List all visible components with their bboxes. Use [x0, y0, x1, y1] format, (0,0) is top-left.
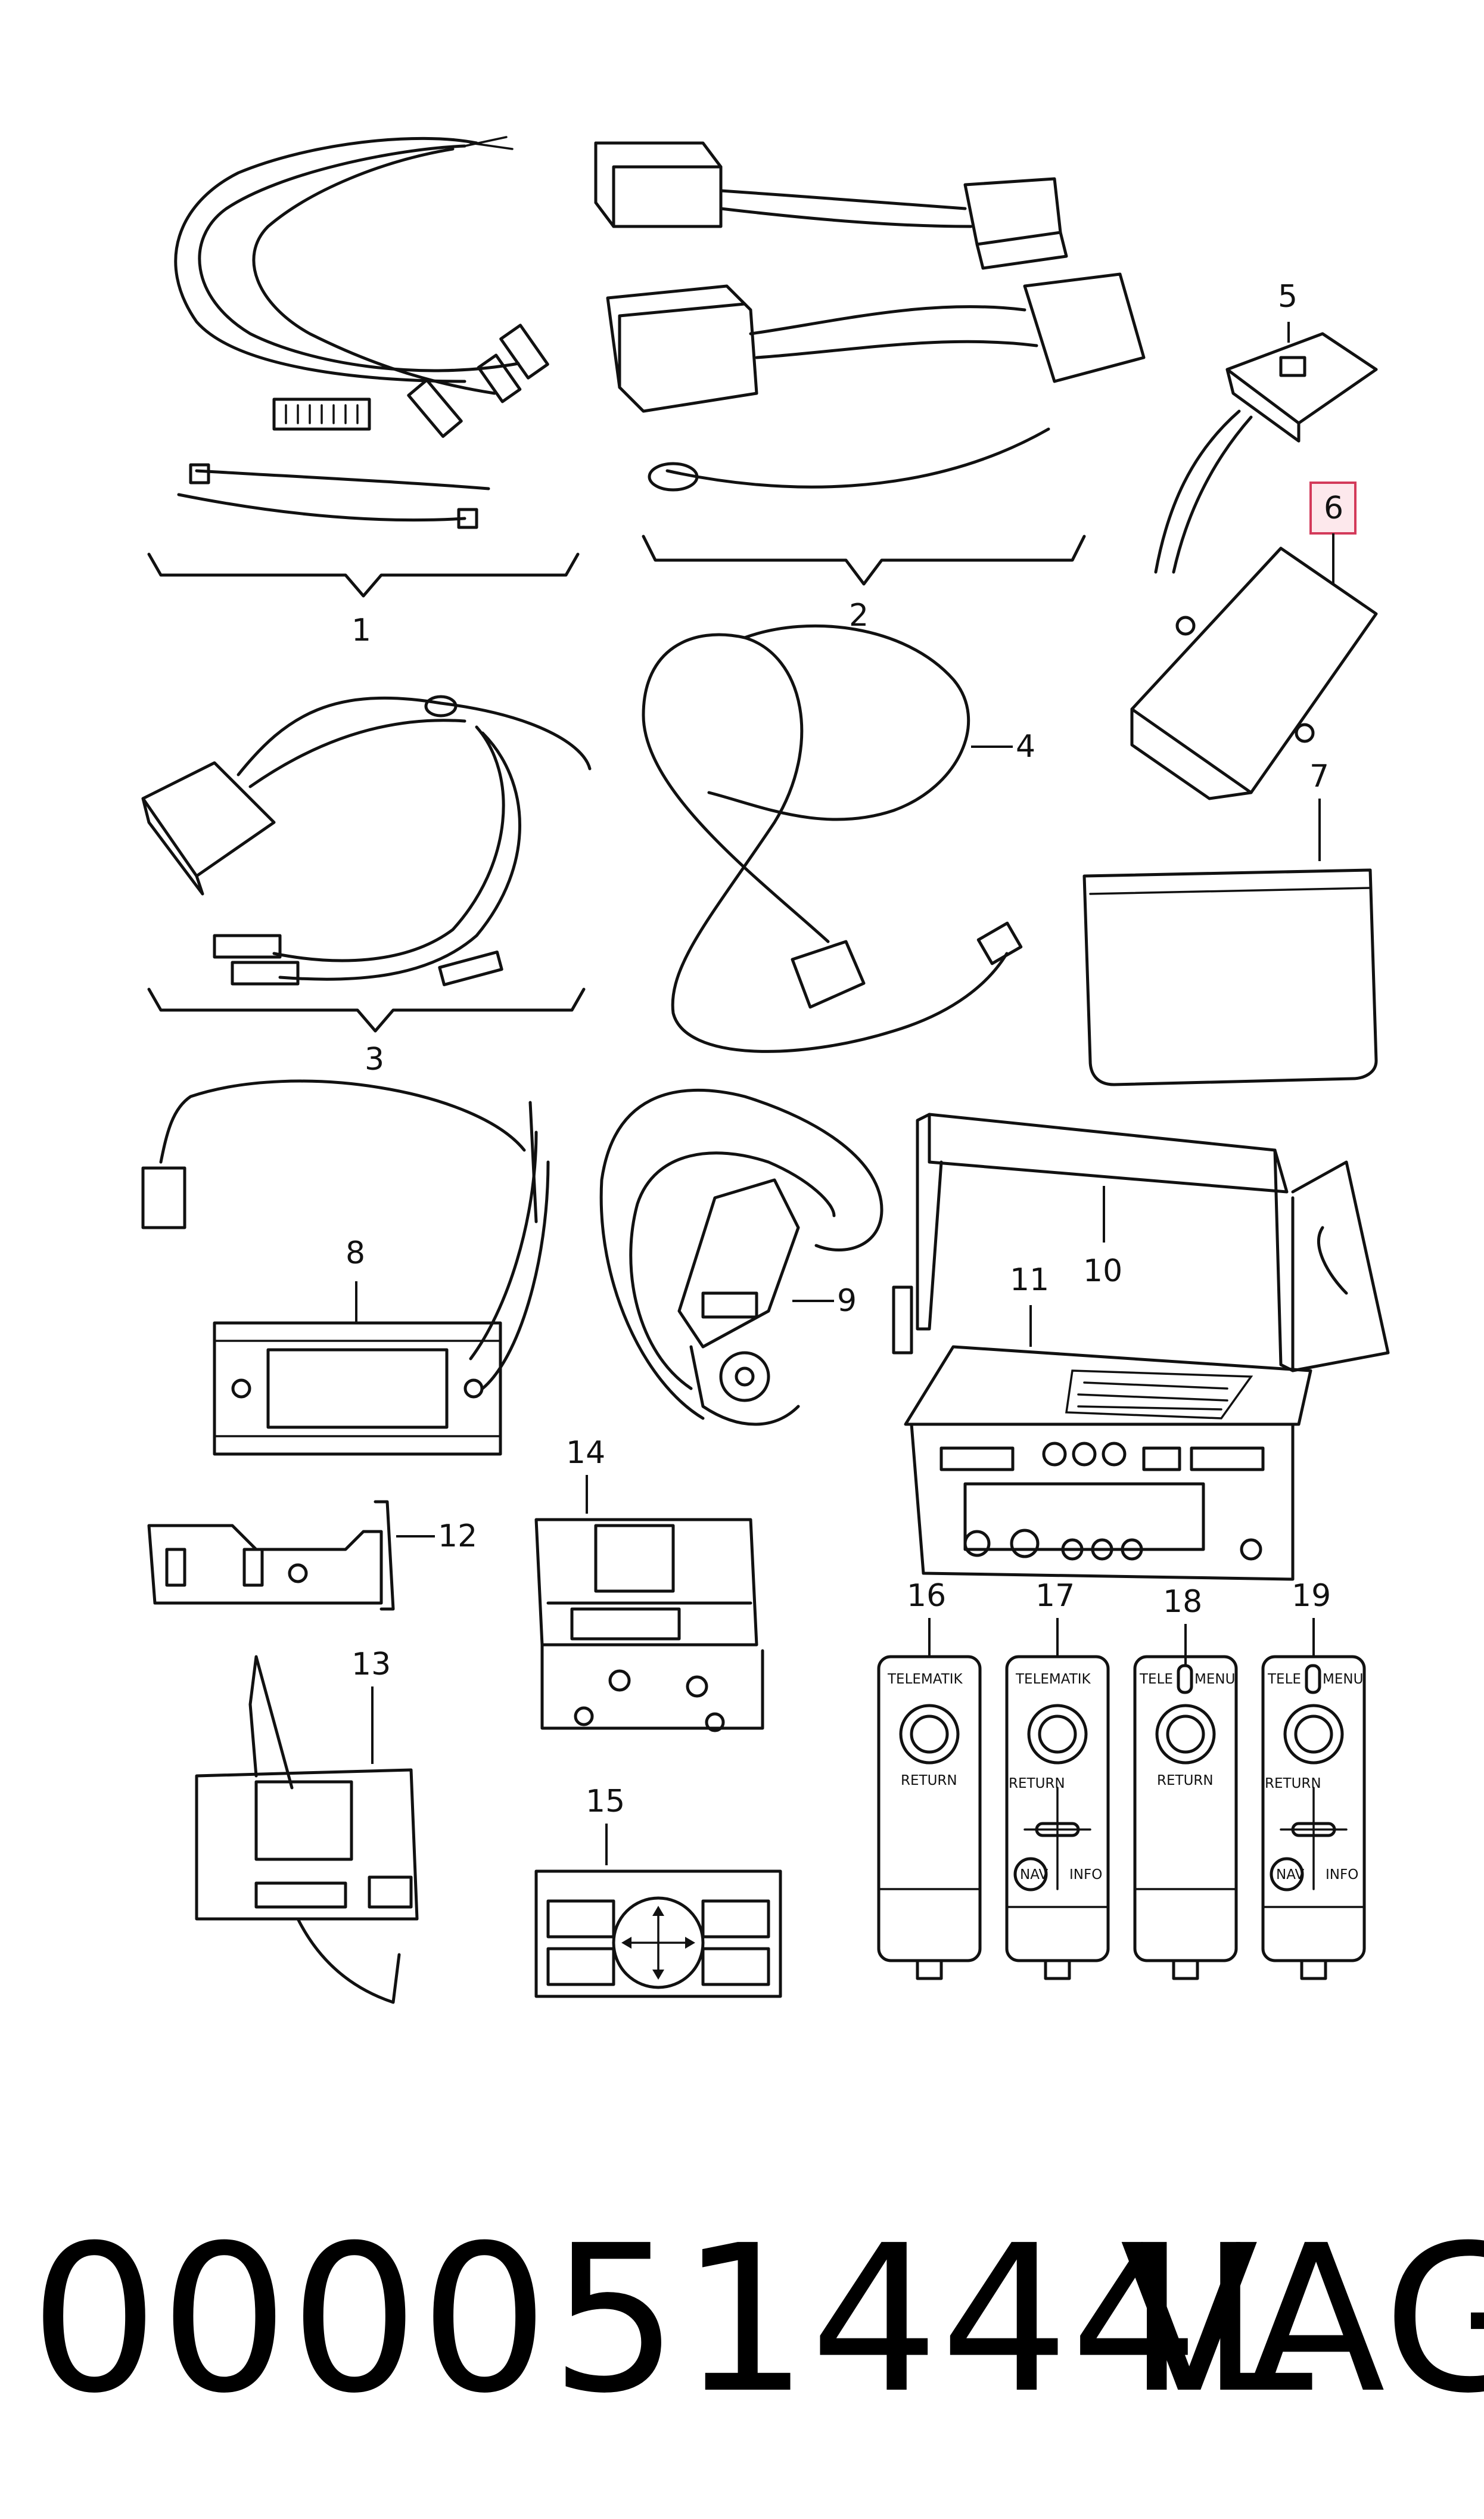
- callout-13: 13: [351, 1647, 391, 1682]
- part-16-telematik-remote[interactable]: TELEMATIK RETURN: [877, 1655, 982, 1980]
- part-16-return-label: RETURN: [901, 1773, 957, 1788]
- part-19-info-label: INFO: [1326, 1867, 1358, 1883]
- callout-1: 1: [351, 613, 371, 648]
- callout-18: 18: [1163, 1584, 1202, 1620]
- callout-17: 17: [1035, 1578, 1075, 1614]
- callout-16: 16: [907, 1578, 946, 1614]
- part-10-bracket[interactable]: [892, 1113, 1390, 1372]
- part-18-menu-label: MENU: [1194, 1672, 1235, 1687]
- part-13-module-bracket[interactable]: [195, 1655, 419, 2004]
- part-18-tele-menu-remote[interactable]: TELE MENU RETURN: [1133, 1655, 1238, 1980]
- callout-3: 3: [365, 1042, 384, 1077]
- part-4-dsub-cable[interactable]: [642, 624, 1023, 1053]
- part-3-av-adapter-cable[interactable]: [141, 695, 592, 986]
- callout-9: 9: [837, 1283, 857, 1319]
- callout-4: 4: [1016, 729, 1035, 765]
- part-17-nav-label: NAV: [1020, 1867, 1048, 1883]
- part-19-tele-label: TELE: [1267, 1672, 1301, 1687]
- part-19-tele-menu-nav-remote[interactable]: TELE MENU RETURN NAV INFO: [1261, 1655, 1366, 1980]
- part-11-radio-unit[interactable]: [904, 1345, 1312, 1581]
- part-18-tele-label: TELE: [1139, 1672, 1173, 1687]
- part-19-nav-label: NAV: [1276, 1867, 1304, 1883]
- part-12-small-bracket[interactable]: [147, 1500, 395, 1611]
- part-17-telematik-nav-remote[interactable]: TELEMATIK RETURN NAV INFO: [1005, 1655, 1110, 1980]
- part-15-joystick-panel[interactable]: [534, 1869, 782, 1998]
- callout-6: 6: [1324, 490, 1343, 526]
- callout-15: 15: [586, 1784, 625, 1819]
- part-19-return-label: RETURN: [1265, 1776, 1321, 1791]
- callout-5: 5: [1278, 279, 1298, 315]
- part-2-adapter-harness[interactable]: [594, 141, 1146, 492]
- part-6-module[interactable]: [1130, 546, 1378, 800]
- part-16-telematik-label: TELEMATIK: [887, 1672, 963, 1687]
- part-17-telematik-label: TELEMATIK: [1015, 1672, 1091, 1687]
- footer-part-number: 000051444L: [30, 2202, 1314, 2438]
- callout-7: 7: [1309, 759, 1329, 794]
- part-9-headset[interactable]: [599, 1089, 883, 1426]
- part-17-info-label: INFO: [1069, 1867, 1102, 1883]
- callout-12: 12: [438, 1518, 477, 1554]
- callout-11: 11: [1010, 1262, 1049, 1298]
- footer-brand: VAG: [1120, 2202, 1484, 2438]
- part-14-control-unit[interactable]: [534, 1518, 764, 1732]
- callout-14: 14: [566, 1435, 605, 1471]
- part-19-menu-label: MENU: [1323, 1672, 1363, 1687]
- callout-10: 10: [1083, 1253, 1122, 1289]
- part-17-return-label: RETURN: [1009, 1776, 1065, 1791]
- part-1-av-cable-set[interactable]: [174, 136, 549, 529]
- callout-19: 19: [1292, 1578, 1331, 1614]
- part-7-cover-panel[interactable]: [1082, 868, 1378, 1086]
- part-5-connector-cable[interactable]: [1154, 332, 1378, 574]
- part-18-return-label: RETURN: [1157, 1773, 1214, 1788]
- callout-8: 8: [346, 1235, 365, 1271]
